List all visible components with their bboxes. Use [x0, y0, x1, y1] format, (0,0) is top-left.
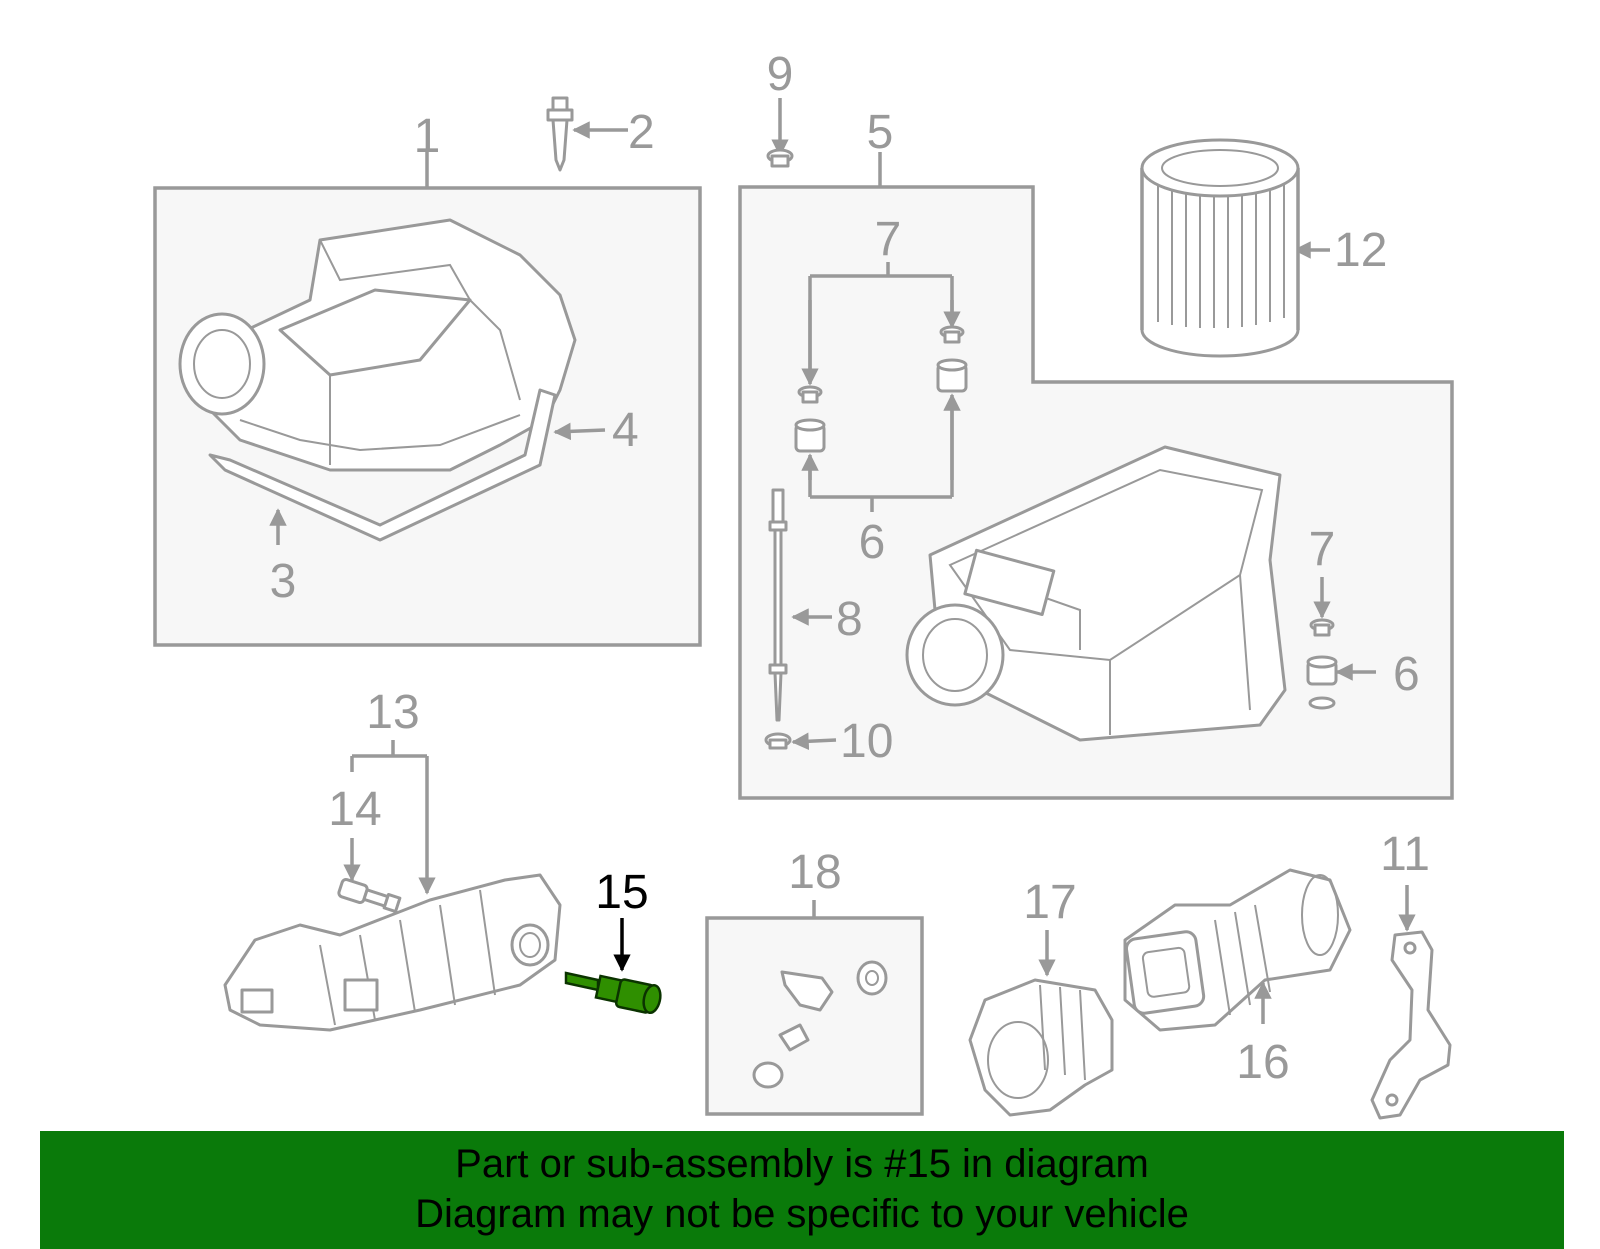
grommet-part-7-lower	[1309, 618, 1335, 637]
info-banner: Part or sub-assembly is #15 in diagram D…	[40, 1131, 1564, 1249]
sensor-part-14	[337, 877, 402, 914]
inlet-duct-part-17	[968, 978, 1114, 1117]
lower-housing-part-5	[905, 445, 1287, 742]
bolt-part-2	[546, 96, 574, 172]
grommet-part-6-left	[794, 418, 826, 453]
callout-1: 1	[414, 110, 441, 163]
banner-line-part: Part or sub-assembly is #15 in diagram	[455, 1142, 1149, 1186]
callout-7-upper: 7	[875, 213, 902, 266]
grommet-part-6-lower	[1306, 655, 1338, 710]
seal-part-3	[208, 388, 557, 542]
callout-11: 11	[1380, 828, 1430, 881]
callout-6-upper: 6	[859, 516, 886, 569]
callout-12: 12	[1334, 224, 1387, 277]
callout-6-lower: 6	[1393, 648, 1420, 701]
nut-part-9	[766, 148, 794, 168]
intake-duct-part-13	[223, 873, 562, 1032]
callout-14: 14	[328, 783, 381, 836]
callout-10: 10	[840, 715, 893, 768]
grommet-part-7-right	[939, 325, 965, 344]
hardware-kit-part-18	[752, 960, 888, 1089]
grommet-part-7-left	[797, 385, 823, 404]
callout-4: 4	[612, 404, 639, 457]
stud-part-8	[768, 488, 788, 722]
bracket-part-11	[1370, 930, 1452, 1120]
callout-3: 3	[270, 555, 297, 608]
callout-17: 17	[1023, 876, 1076, 929]
callout-5: 5	[867, 106, 894, 159]
upper-housing-part-1	[178, 218, 577, 472]
callout-18: 18	[788, 846, 841, 899]
callout-16: 16	[1236, 1036, 1289, 1089]
callout-2: 2	[628, 106, 655, 159]
callout-7-lower: 7	[1309, 523, 1336, 576]
grommet-part-6-right	[936, 358, 968, 393]
highlighted-part-15[interactable]	[564, 971, 663, 1015]
callout-9: 9	[767, 48, 794, 101]
nut-part-10	[764, 732, 792, 750]
callout-13: 13	[366, 686, 419, 739]
callout-15[interactable]: 15	[595, 866, 648, 919]
hose-part-16	[1123, 868, 1352, 1032]
air-filter-part-12	[1140, 138, 1300, 358]
callout-8: 8	[836, 593, 863, 646]
hardware-kit-panel	[705, 916, 924, 1116]
banner-line-disclaimer: Diagram may not be specific to your vehi…	[415, 1192, 1189, 1236]
